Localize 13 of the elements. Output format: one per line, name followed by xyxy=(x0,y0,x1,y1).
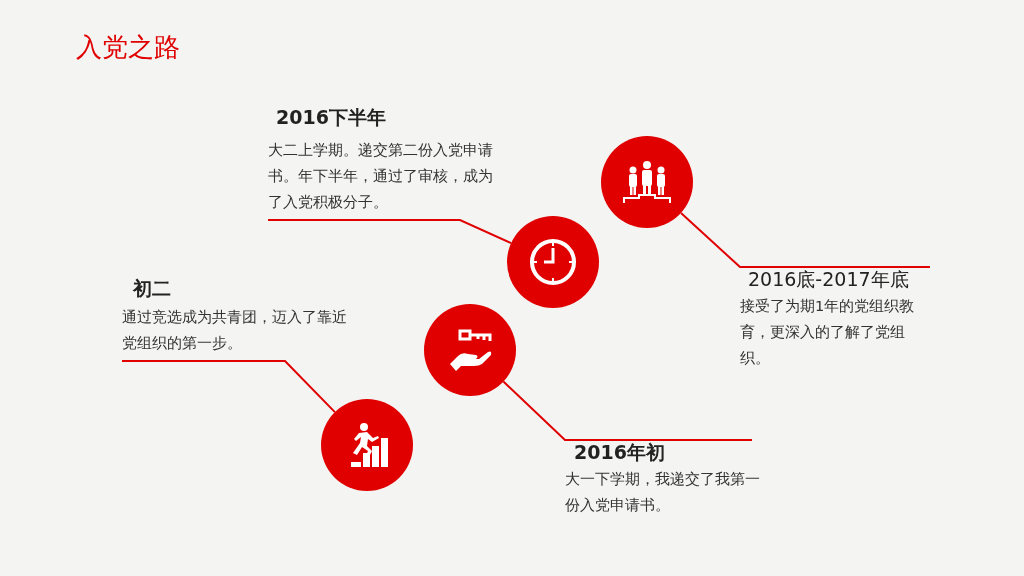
leader-line xyxy=(267,219,513,245)
description-text: 大二上学期。递交第二份入党申请书。年下半年，通过了审核，成为了入党积极分子。 xyxy=(268,141,494,212)
year-heading: 初二 xyxy=(133,276,171,301)
leader-line xyxy=(502,380,753,441)
description-text: 接受了为期1年的党组织教育，更深入的了解了党组织。 xyxy=(740,297,916,368)
year-heading: 2016底-2017年底 xyxy=(748,267,909,292)
description-text: 通过竞选成为共青团，迈入了靠近党组织的第一步。 xyxy=(122,308,348,353)
slide-title: 入党之路 xyxy=(76,31,180,64)
leader-line xyxy=(680,212,931,268)
description-text: 大一下学期，我递交了我第一份入党申请书。 xyxy=(565,470,760,515)
year-heading: 2016年初 xyxy=(574,440,665,465)
leader-line xyxy=(121,360,336,414)
year-heading: 2016下半年 xyxy=(276,105,386,130)
